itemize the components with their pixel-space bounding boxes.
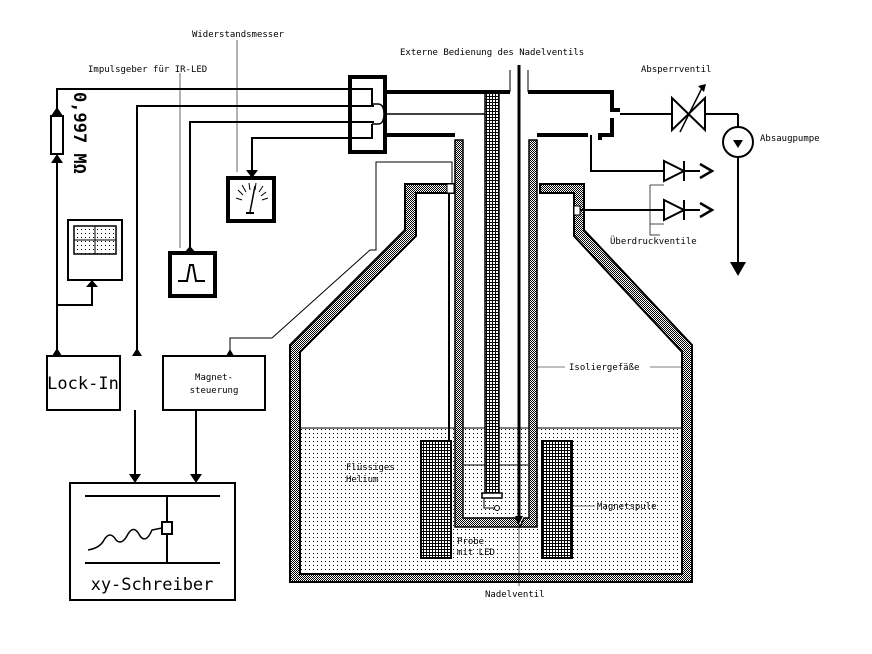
sample-rod xyxy=(484,92,500,494)
xy-recorder-label: xy-Schreiber xyxy=(91,575,214,595)
label-sample-1: Probe xyxy=(457,537,484,547)
label-overpressure-valves: Überdruckventile xyxy=(610,236,697,247)
magnet-coil-left xyxy=(420,440,452,559)
shutoff-valve-icon xyxy=(671,84,706,133)
gas-pipe xyxy=(385,90,620,140)
pulse-generator-icon xyxy=(168,251,217,298)
resistance-value: 0,997 MΩ xyxy=(69,92,89,174)
suction-pump-icon xyxy=(722,126,754,158)
label-shutoff-valve: Absperrventil xyxy=(641,65,711,75)
overpressure-valve-1-icon xyxy=(663,159,715,183)
lock-in-box xyxy=(46,355,121,411)
label-insulating-vessels: Isoliergefäße xyxy=(569,363,639,373)
label-liquid-helium-2: Helium xyxy=(346,475,379,485)
oscilloscope xyxy=(67,219,123,281)
label-pulse-generator: Impulsgeber für IR-LED xyxy=(88,65,207,75)
sample-holder xyxy=(481,492,503,499)
label-external-control: Externe Bedienung des Nadelventils xyxy=(400,48,584,58)
feedthrough-connector xyxy=(348,75,387,154)
magnet-control-label-1: Magnet- xyxy=(195,373,233,383)
magnet-control-label-2: steuerung xyxy=(190,386,239,396)
resistance-meter-icon xyxy=(226,176,276,223)
label-needle-valve: Nadelventil xyxy=(485,590,545,600)
magnet-control-box xyxy=(162,355,266,411)
label-resistance-meter: Widerstandsmesser xyxy=(192,30,285,40)
outer-dewar-wall xyxy=(289,183,693,583)
label-sample-2: mit LED xyxy=(457,548,495,558)
lock-in-label: Lock-In xyxy=(47,374,119,394)
overpressure-valve-2-icon xyxy=(663,198,715,222)
label-liquid-helium-1: Flüssiges xyxy=(346,463,395,473)
resistor-icon xyxy=(50,107,64,163)
magnet-coil-right xyxy=(541,440,573,559)
xy-recorder xyxy=(69,482,236,601)
led-icon xyxy=(494,505,500,511)
label-magnet-coil: Magnetspule xyxy=(597,502,657,512)
label-suction-pump: Absaugpumpe xyxy=(760,134,820,144)
